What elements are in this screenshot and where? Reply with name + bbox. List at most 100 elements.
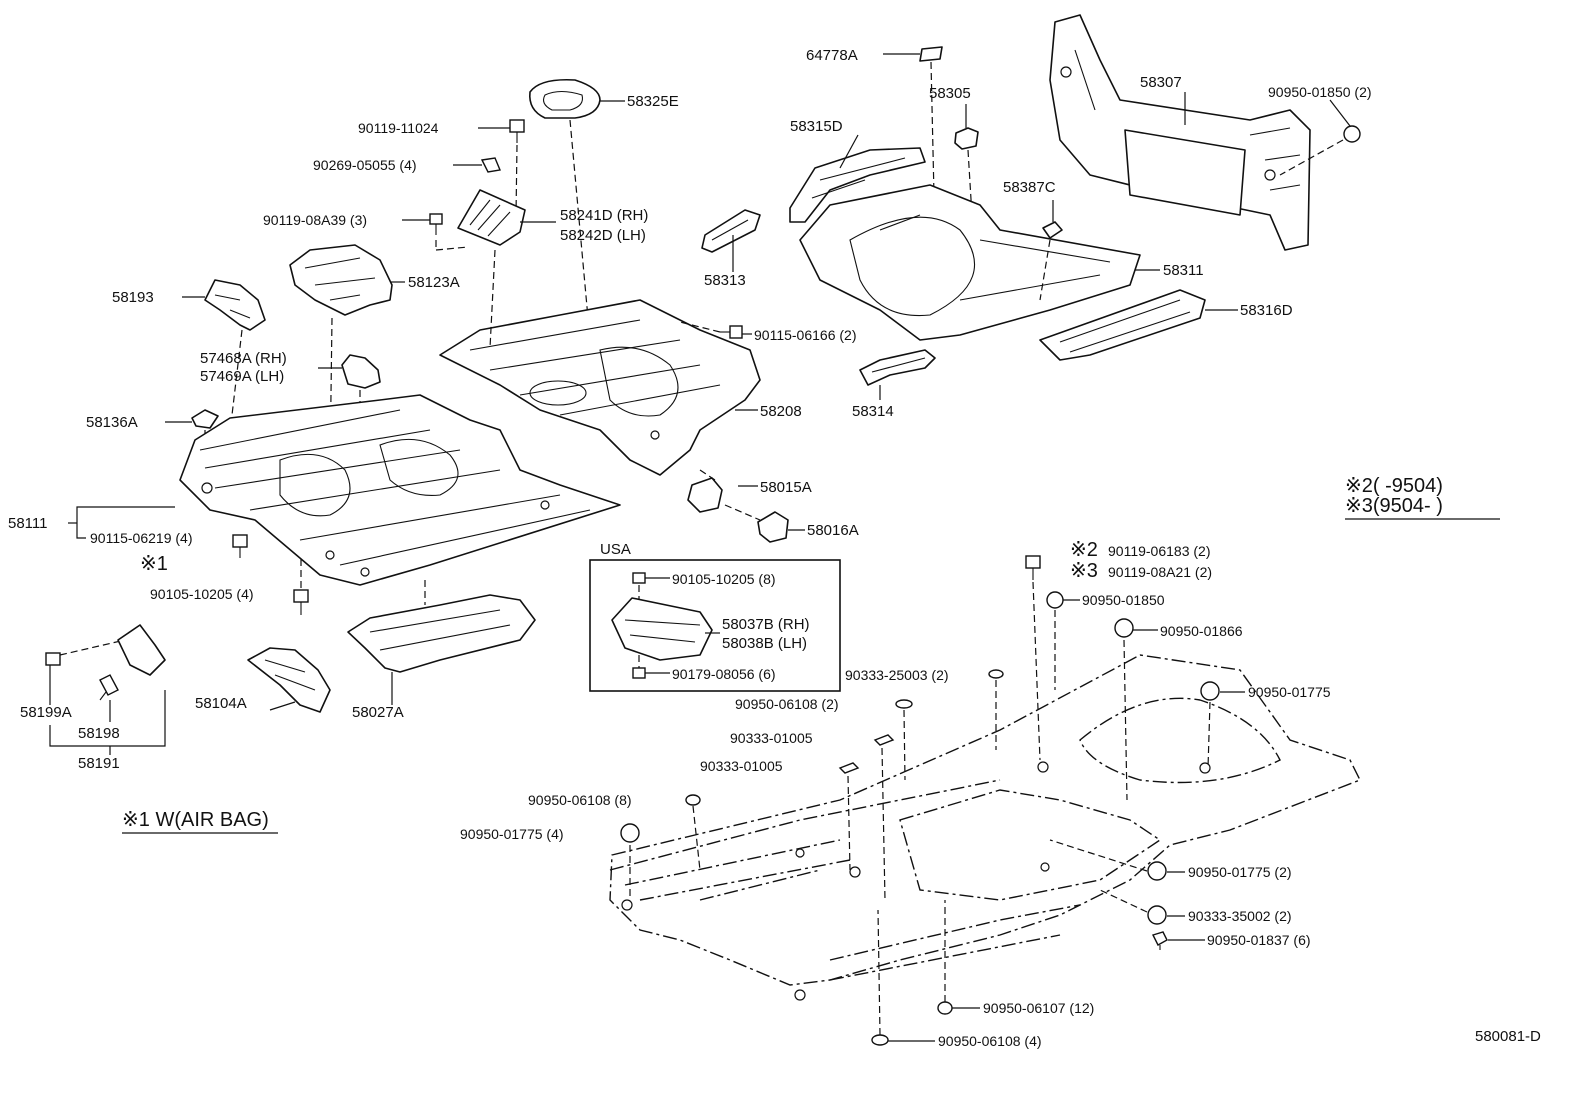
- label-58111: 58111: [8, 515, 48, 532]
- part-90105-10205-4-shape: [293, 589, 309, 603]
- label-usa: USA: [600, 541, 631, 558]
- label-58316D: 58316D: [1240, 302, 1293, 319]
- part-64778A-shape: [919, 46, 943, 62]
- label-58307: 58307: [1140, 74, 1182, 91]
- part-58208-shape: [439, 299, 761, 476]
- part-90115-06219-shape: [232, 534, 248, 548]
- label-90950-06107: 90950-06107 (12): [983, 1000, 1094, 1016]
- part-58311-shape: [799, 184, 1141, 341]
- part-58316D-shape: [1039, 289, 1206, 361]
- label-58387C: 58387C: [1003, 179, 1056, 196]
- part-58193-shape: [204, 279, 266, 331]
- label-airbag-note: ※1 W(AIR BAG): [122, 809, 269, 831]
- label-58016A: 58016A: [807, 522, 859, 539]
- part-90950-06108-2-shape: [895, 699, 913, 709]
- label-90950-01866: 90950-01866: [1160, 623, 1243, 639]
- label-90119-08A21: 90119-08A21 (2): [1108, 564, 1212, 580]
- part-90105-10205-8-shape: [632, 572, 646, 584]
- label-90950-06108-2: 90950-06108 (2): [735, 696, 839, 712]
- label-90333-25003: 90333-25003 (2): [845, 667, 949, 683]
- label-90950-01775: 90950-01775: [1248, 684, 1331, 700]
- part-58387C-shape: [1042, 221, 1063, 239]
- label-64778A: 64778A: [806, 47, 858, 64]
- label-90950-01837: 90950-01837 (6): [1207, 932, 1311, 948]
- part-90269-05055-shape: [480, 157, 501, 173]
- label-legend-note2: ※2( -9504): [1345, 475, 1443, 497]
- usa-box: [589, 559, 841, 692]
- part-58325E-shape: [528, 78, 601, 119]
- part-90950-01866-shape: [1114, 618, 1134, 638]
- part-58016A-shape: [757, 511, 789, 543]
- label-58104A: 58104A: [195, 695, 247, 712]
- label-90119-06183: 90119-06183 (2): [1108, 543, 1210, 559]
- label-90950-01775-4: 90950-01775 (4): [460, 826, 564, 842]
- part-58314-shape: [859, 349, 936, 386]
- label-58242D: 58242D (LH): [560, 227, 646, 244]
- part-58015A-shape: [687, 477, 723, 513]
- part-58037B-shape: [611, 597, 713, 661]
- part-58136A-shape: [191, 409, 219, 429]
- part-58307-shape: [1049, 14, 1311, 251]
- label-90950-01775-2: 90950-01775 (2): [1188, 864, 1292, 880]
- label-58311: 58311: [1163, 262, 1204, 279]
- label-90105-10205-4: 90105-10205 (4): [150, 586, 254, 602]
- label-note2-marker: ※2: [1070, 539, 1098, 561]
- label-58037B: 58037B (RH): [722, 616, 810, 633]
- part-90119-06183-shape: [1025, 555, 1041, 569]
- label-58198: 58198: [78, 725, 120, 742]
- label-58315D: 58315D: [790, 118, 843, 135]
- label-90119-11024: 90119-11024: [358, 120, 439, 136]
- label-57469A: 57469A (LH): [200, 368, 284, 385]
- part-58315D-shape: [789, 147, 926, 223]
- label-58193: 58193: [112, 289, 154, 306]
- label-58314: 58314: [852, 403, 894, 420]
- label-90333-01005-b: 90333-01005: [700, 758, 783, 774]
- part-90950-06107-shape: [937, 1001, 953, 1015]
- part-90950-06108-8-shape: [685, 794, 701, 806]
- label-90115-06219: 90115-06219 (4): [90, 530, 192, 546]
- part-90119-08A39-shape: [429, 213, 443, 225]
- part-58111-shape: [179, 394, 621, 586]
- label-58015A: 58015A: [760, 479, 812, 496]
- label-90950-06108-4: 90950-06108 (4): [938, 1033, 1042, 1049]
- part-58199A-shape: [45, 652, 61, 666]
- part-90179-08056-shape: [632, 667, 646, 679]
- part-90950-06108-4-shape: [871, 1034, 889, 1046]
- part-90950-01775-shape: [1200, 681, 1220, 701]
- part-58305-shape: [954, 127, 979, 150]
- label-90179-08056: 90179-08056 (6): [672, 666, 776, 682]
- part-90950-01850-shape: [1046, 591, 1064, 609]
- part-57468A-shape: [341, 354, 381, 389]
- label-90119-08A39: 90119-08A39 (3): [263, 212, 367, 228]
- label-90333-35002: 90333-35002 (2): [1188, 908, 1292, 924]
- label-90950-06108-8: 90950-06108 (8): [528, 792, 632, 808]
- label-58208: 58208: [760, 403, 802, 420]
- label-90950-01850: 90950-01850: [1082, 592, 1165, 608]
- label-90269-05055: 90269-05055 (4): [313, 157, 417, 173]
- label-90950-01850-2: 90950-01850 (2): [1268, 84, 1372, 100]
- diagram-code: 580081-D: [1475, 1028, 1541, 1045]
- part-90333-35002-shape: [1147, 905, 1167, 925]
- label-58038B: 58038B (LH): [722, 635, 807, 652]
- label-airbag-marker: ※1: [140, 553, 168, 575]
- part-90950-01775-4-shape: [620, 823, 640, 843]
- label-58191: 58191: [78, 755, 120, 772]
- part-58313-shape: [701, 209, 761, 253]
- label-58241D: 58241D (RH): [560, 207, 648, 224]
- label-57468A: 57468A (RH): [200, 350, 287, 367]
- part-58027A-shape: [347, 594, 536, 673]
- part-90333-01005-b-shape: [838, 762, 860, 774]
- part-58191-bracket-shape: [117, 624, 166, 676]
- part-90119-11024-shape: [509, 119, 525, 133]
- label-58136A: 58136A: [86, 414, 138, 431]
- label-90333-01005-a: 90333-01005: [730, 730, 813, 746]
- part-90333-01005-a-shape: [873, 734, 895, 746]
- part-90950-01837-shape: [1152, 931, 1168, 946]
- part-58241D-shape: [457, 189, 526, 246]
- part-90115-06166-shape: [729, 325, 743, 339]
- label-58325E: 58325E: [627, 93, 679, 110]
- label-58313: 58313: [704, 272, 746, 289]
- label-90115-06166: 90115-06166 (2): [754, 327, 856, 343]
- label-58123A: 58123A: [408, 274, 460, 291]
- part-90333-25003-shape: [988, 669, 1004, 679]
